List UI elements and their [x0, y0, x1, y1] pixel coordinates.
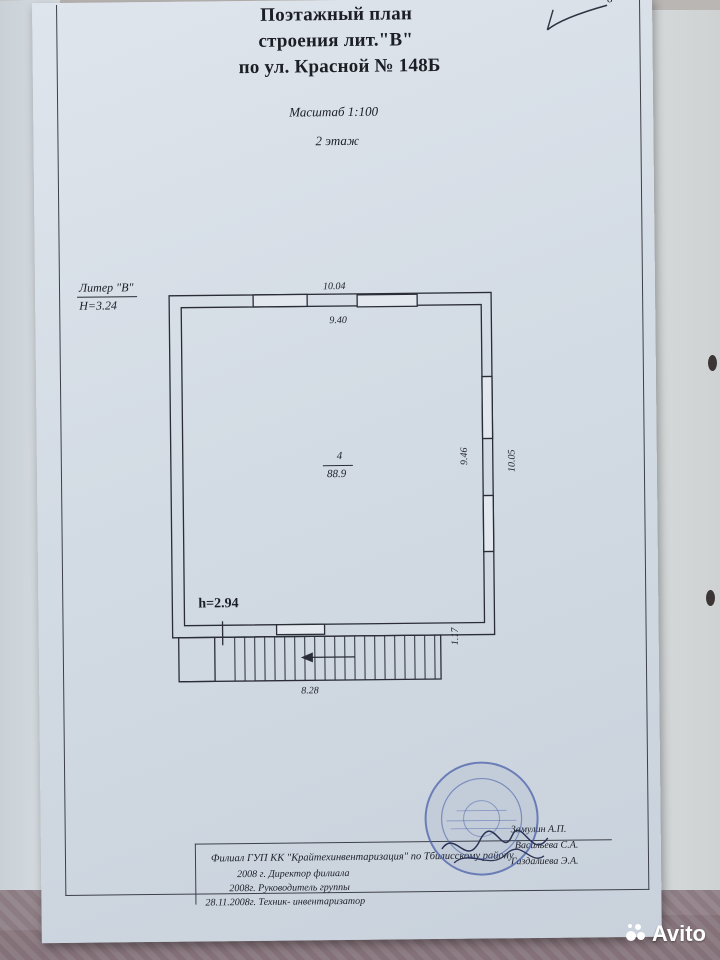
avito-brand-text: Avito	[651, 920, 706, 946]
outer-width-dimension: 10.04	[322, 280, 346, 293]
stair-treads	[234, 635, 436, 682]
footer-director: 2008 г. Директор филиала	[237, 867, 350, 881]
punch-hole-icon	[706, 590, 715, 606]
inner-wall	[180, 303, 486, 627]
punch-hole-icon	[708, 355, 717, 371]
window-right-2	[482, 494, 495, 553]
floor-plan-drawing	[168, 291, 496, 683]
stair-arrow-icon	[300, 652, 355, 663]
room-number: 4	[336, 450, 343, 463]
avito-logo-icon	[624, 920, 648, 950]
window-top-2	[356, 293, 418, 308]
stair-width-dimension: 1.17	[449, 627, 462, 646]
footer-technician: 28.11.2008г. Техник- инвентаризатор	[205, 895, 366, 909]
inner-height-dimension: 9.46	[458, 447, 471, 466]
window-top-1	[252, 293, 308, 308]
avito-watermark: Avito	[624, 920, 706, 950]
inner-width-dimension: 9.40	[329, 314, 347, 327]
pen-mark	[546, 4, 608, 31]
window-bottom	[275, 623, 326, 636]
window-right-1	[481, 375, 494, 440]
round-stamp-icon	[424, 761, 539, 876]
footer-group-lead: 2008г. Руководитель группы	[229, 881, 350, 895]
stair-outline	[178, 634, 442, 683]
stair-height-label: h=2.94	[198, 596, 239, 612]
floor-plan-page: 8 Поэтажный план строения лит."В" по ул.…	[32, 0, 662, 944]
signature-scribble	[441, 829, 549, 864]
bottom-length-dimension: 8.28	[301, 685, 319, 697]
room-area: 88.9	[326, 467, 347, 481]
outer-height-dimension: 10.05	[506, 449, 518, 473]
